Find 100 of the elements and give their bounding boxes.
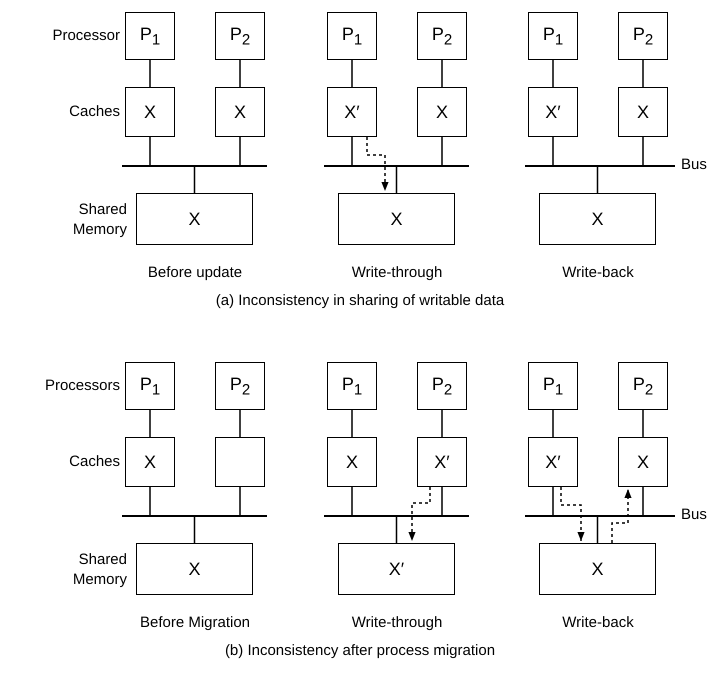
- processor-label: P$_{1}$: [542, 24, 564, 48]
- cache-box: [125, 87, 175, 137]
- connector-line: [396, 517, 398, 543]
- panel-caption: Write-back: [562, 264, 634, 281]
- connector-line: [194, 517, 196, 543]
- processor-box: [125, 362, 175, 410]
- connector-line: [552, 487, 554, 515]
- bus-line: [122, 515, 267, 517]
- cache-box: [417, 437, 467, 487]
- cache-box: [528, 437, 578, 487]
- cache-box: [618, 87, 668, 137]
- bus-label: Bus: [681, 156, 707, 173]
- panel-caption: Write-back: [562, 614, 634, 631]
- connector-line: [642, 410, 644, 437]
- connector-line: [351, 487, 353, 515]
- bus-line: [324, 165, 469, 167]
- memory-value: X: [591, 558, 604, 580]
- bus-line: [525, 515, 675, 517]
- row-label: Caches: [69, 453, 120, 470]
- connector-line: [552, 137, 554, 165]
- data-flow-arrow: [408, 487, 431, 541]
- panel-caption: Write-through: [352, 614, 442, 631]
- processor-label: P$_{1}$: [542, 374, 564, 398]
- processor-box: [618, 12, 668, 60]
- row-label: Shared Memory: [72, 200, 127, 240]
- connector-line: [396, 167, 398, 193]
- cache-box: [327, 87, 377, 137]
- panel-caption: Write-through: [352, 264, 442, 281]
- connector-line: [239, 137, 241, 165]
- cache-box: [417, 87, 467, 137]
- cache-value: X′: [344, 102, 360, 122]
- memory-box: [338, 193, 455, 245]
- cache-box: [215, 87, 265, 137]
- connector-line: [596, 517, 598, 543]
- data-flow-arrow: [611, 489, 632, 543]
- cache-value: X: [234, 102, 246, 122]
- row-label: Processors: [44, 377, 120, 394]
- connector-line: [149, 487, 151, 515]
- processor-label: P$_{2}$: [432, 24, 452, 48]
- data-flow-arrow: [366, 137, 389, 191]
- processor-label: P$_{2}$: [632, 374, 654, 398]
- connector-line: [642, 60, 644, 87]
- row-label: Shared Memory: [72, 550, 127, 590]
- processor-label: P$_{2}$: [432, 374, 452, 398]
- processor-box: [528, 12, 578, 60]
- cache-value: X: [144, 102, 156, 122]
- processor-box: [215, 362, 265, 410]
- processor-box: [125, 12, 175, 60]
- processor-box: [528, 362, 578, 410]
- row-label: Processor: [52, 27, 120, 44]
- processor-box: [327, 362, 377, 410]
- connector-line: [441, 410, 443, 437]
- memory-box: [136, 193, 253, 245]
- processor-box: [417, 12, 467, 60]
- connector-line: [351, 60, 353, 87]
- connector-line: [239, 487, 241, 515]
- connector-line: [149, 60, 151, 87]
- processor-label: P$_{1}$: [342, 24, 362, 48]
- connector-line: [642, 137, 644, 165]
- cache-value: X: [436, 102, 448, 122]
- memory-box: [136, 543, 253, 595]
- cache-value: X′: [545, 452, 561, 472]
- connector-line: [441, 60, 443, 87]
- memory-value: X: [188, 558, 200, 580]
- connector-line: [441, 487, 443, 515]
- connector-line: [351, 410, 353, 437]
- memory-box: [338, 543, 455, 595]
- cache-value: X′: [545, 102, 561, 122]
- memory-value: X: [591, 208, 604, 230]
- memory-value: X′: [388, 558, 404, 580]
- memory-box: [539, 543, 656, 595]
- processor-box: [327, 12, 377, 60]
- row-label: Caches: [69, 103, 120, 120]
- processor-label: P$_{2}$: [230, 374, 250, 398]
- processor-label: P$_{2}$: [230, 24, 250, 48]
- cache-box: [327, 437, 377, 487]
- processor-box: [417, 362, 467, 410]
- cache-value: X: [346, 452, 358, 472]
- connector-line: [194, 167, 196, 193]
- cache-box: [618, 437, 668, 487]
- bus-line: [122, 165, 267, 167]
- memory-value: X: [390, 208, 402, 230]
- processor-label: P$_{1}$: [140, 24, 160, 48]
- cache-value: X: [144, 452, 156, 472]
- cache-box: [125, 437, 175, 487]
- connector-line: [239, 60, 241, 87]
- connector-line: [149, 137, 151, 165]
- cache-value: X: [636, 102, 649, 122]
- cache-box: [215, 437, 265, 487]
- connector-line: [149, 410, 151, 437]
- bus-line: [324, 515, 469, 517]
- memory-value: X: [188, 208, 200, 230]
- connector-line: [239, 410, 241, 437]
- cache-value: X: [636, 452, 649, 472]
- figure-caption: (a) Inconsistency in sharing of writable data: [216, 292, 504, 309]
- connector-line: [552, 410, 554, 437]
- memory-box: [539, 193, 656, 245]
- connector-line: [351, 137, 353, 165]
- cache-value: X′: [434, 452, 450, 472]
- processor-box: [618, 362, 668, 410]
